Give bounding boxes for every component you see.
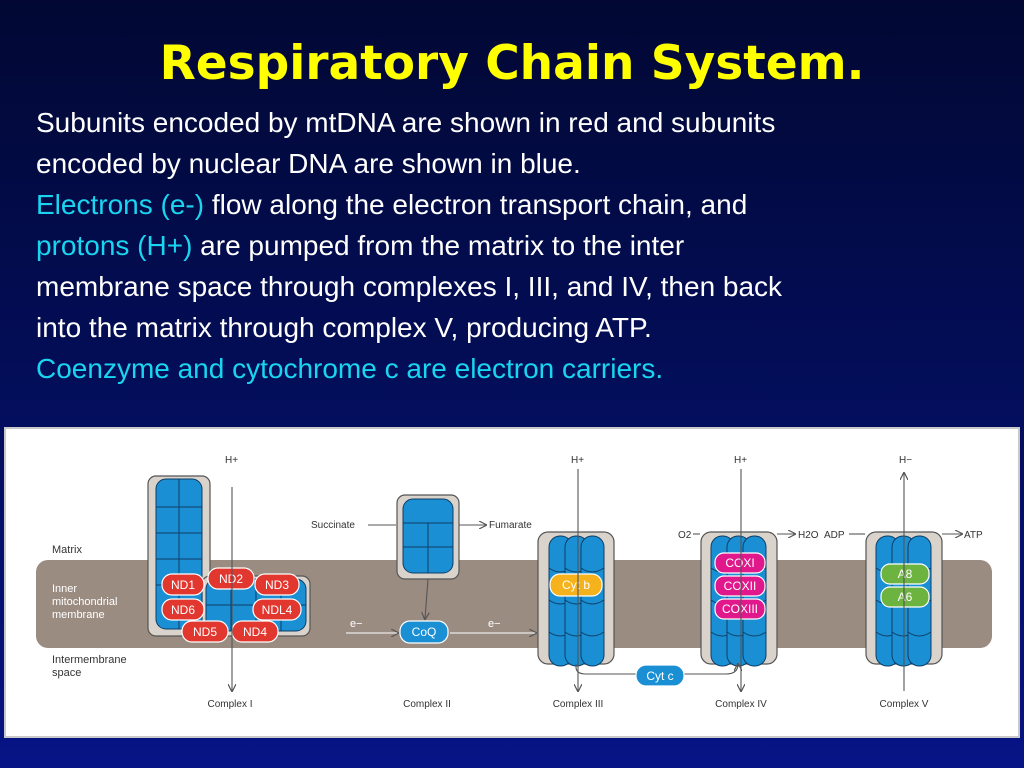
nd2-subunit [207,567,255,590]
nd6-subunit [161,598,205,621]
matrix-label: Matrix [52,544,82,556]
water-label: H2O [798,530,819,541]
coxi-subunit [714,552,766,574]
coq-label: CoQ [412,625,437,639]
complex-iii-name: Complex III [553,699,604,710]
cyt-c-carrier [635,664,685,687]
body-line: into the matrix through complex V, produ… [36,312,652,343]
a8-label: A8 [898,567,913,581]
cytc-connector-left [575,664,636,675]
nd5-subunit [181,620,229,643]
a6-subunit [880,586,930,608]
proton-label-c1: H+ [225,455,238,466]
ndl4-label: NDL4 [262,603,293,617]
coxii-subunit [714,575,766,597]
adp-label: ADP [824,530,845,541]
body-line: Subunits encoded by mtDNA are shown in r… [36,107,776,138]
coxii-label: COXII [724,579,757,593]
body-line: Electrons (e-) flow along the electron t… [36,184,1006,225]
ndl4-subunit [252,598,302,621]
atp-label: ATP [964,530,983,541]
body-line-rest: are pumped from the matrix to the inter [192,230,685,261]
fumarate-label: Fumarate [489,520,532,531]
slide-title: Respiratory Chain System. [159,36,865,91]
cyt-c-label: Cyt c [646,669,673,683]
electron-label: e− [350,618,363,630]
respiratory-chain-diagram: Matrix Inner mitochondrial membrane Inte… [4,427,1020,738]
nd5-label: ND5 [193,625,217,639]
cyt-b-label: Cyt b [562,578,590,592]
membrane-label: membrane [52,609,105,621]
cytc-connector-right [682,664,738,675]
nd3-subunit [254,573,300,596]
ims-label: space [52,667,81,679]
complex-v-name: Complex V [880,699,929,710]
complex-ii [396,494,460,580]
slide-body: Subunits encoded by mtDNA are shown in r… [36,102,1006,389]
nd6-label: ND6 [171,603,195,617]
coq-carrier [399,620,449,644]
nd2-label: ND2 [219,572,243,586]
nd4-label: ND4 [243,625,267,639]
a6-label: A6 [898,590,913,604]
ims-label: Intermembrane [52,654,127,666]
complex-iii: Cyt b [537,531,615,667]
complex-ii-name: Complex II [403,699,451,710]
oxygen-label: O2 [678,530,692,541]
proton-label-c5: H− [899,455,912,466]
body-line: membrane space through complexes I, III,… [36,271,783,302]
electrons-highlight: Electrons (e-) [36,189,205,220]
body-line-rest: flow along the electron transport chain,… [204,189,748,220]
diagram-svg: Matrix Inner mitochondrial membrane Inte… [36,455,992,710]
coxiii-subunit [714,598,766,620]
complex-i: ND1 ND2 ND3 ND6 NDL4 ND5 ND4 [147,475,311,643]
succinate-label: Succinate [311,520,355,531]
complex-iv-name: Complex IV [715,699,767,710]
membrane-label: Inner [52,583,77,595]
a8-subunit [880,563,930,585]
electron-label: e− [488,618,501,630]
complex-i-name: Complex I [207,699,252,710]
complex-iv: COXI COXII COXIII [700,531,778,667]
cyt-b-subunit [549,573,603,597]
coxiii-label: COXIII [722,602,758,616]
complex-ii-to-coq-arrow [425,578,428,619]
coxi-label: COXI [725,556,754,570]
body-line: protons (H+) are pumped from the matrix … [36,225,1006,266]
nd1-label: ND1 [171,578,195,592]
nd3-label: ND3 [265,578,289,592]
proton-label-c3: H+ [571,455,584,466]
body-line-carriers: Coenzyme and cytochrome c are electron c… [36,353,664,384]
body-line: encoded by nuclear DNA are shown in blue… [36,148,581,179]
proton-label-c4: H+ [734,455,747,466]
protons-highlight: protons (H+) [36,230,193,261]
nd1-subunit [161,573,205,596]
membrane-label: mitochondrial [52,596,117,608]
